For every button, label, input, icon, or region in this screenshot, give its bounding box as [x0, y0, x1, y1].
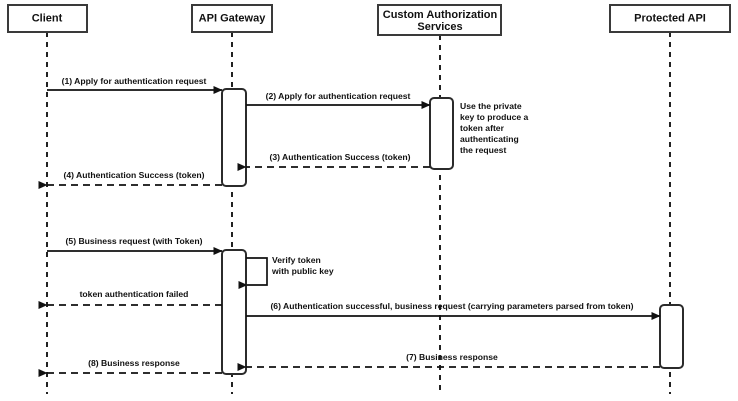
participant-api-gateway[interactable]: API Gateway	[191, 4, 273, 33]
lifelines-layer	[46, 32, 671, 394]
message-msg-3: (3) Authentication Success (token)	[237, 152, 430, 171]
message-label-msg-4: (4) Authentication Success (token)	[63, 170, 204, 180]
messages-layer: (1) Apply for authentication request (2) …	[38, 76, 661, 377]
participant-label-api-gateway: API Gateway	[199, 12, 267, 24]
participants-layer: Client API Gateway Custom AuthorizationSer…	[7, 4, 731, 36]
note-line-1: key to produce a	[460, 112, 529, 122]
activation-bar-api-gateway-2	[221, 249, 247, 375]
self-call-label-line-0: Verify token	[272, 255, 321, 265]
note-line-3: authenticating	[460, 134, 519, 144]
message-label-msg-3: (3) Authentication Success (token)	[269, 152, 410, 162]
note-line-2: token after	[460, 123, 505, 133]
self-call-path-self-verify-token	[238, 257, 268, 289]
activation-bar-api-gateway-0	[221, 88, 247, 187]
message-label-msg-8: (8) Business response	[88, 358, 180, 368]
participant-box-api-gateway[interactable]	[191, 4, 273, 33]
message-label-msg-token-failed: token authentication failed	[80, 289, 189, 299]
activation-bar-protected-api-3	[659, 304, 684, 369]
participant-box-protected-api[interactable]	[609, 4, 731, 33]
message-msg-4: (4) Authentication Success (token)	[38, 170, 222, 189]
participant-label-client: Client	[32, 12, 63, 24]
participant-label-protected-api: Protected API	[634, 12, 706, 24]
message-label-msg-6: (6) Authentication successful, business …	[270, 301, 633, 311]
message-label-msg-5: (5) Business request (with Token)	[66, 236, 203, 246]
message-msg-6: (6) Authentication successful, business …	[246, 301, 661, 320]
participant-box-client[interactable]	[7, 4, 88, 33]
self-call-label-line-1: with public key	[271, 266, 334, 276]
message-msg-2: (2) Apply for authentication request	[246, 91, 431, 109]
message-msg-1: (1) Apply for authentication request	[47, 76, 223, 94]
message-label-msg-2: (2) Apply for authentication request	[266, 91, 411, 101]
note-line-4: the request	[460, 145, 506, 155]
participant-protected-api[interactable]: Protected API	[609, 4, 731, 33]
activations-layer	[221, 88, 684, 375]
message-msg-5: (5) Business request (with Token)	[47, 236, 223, 255]
participant-client[interactable]: Client	[7, 4, 88, 33]
message-msg-8: (8) Business response	[38, 358, 222, 377]
participant-box-custom-authorization-services[interactable]	[377, 4, 502, 36]
activation-bar-custom-authorization-services-1	[429, 97, 454, 170]
message-label-msg-1: (1) Apply for authentication request	[62, 76, 207, 86]
participant-label-custom-authorization-services: Custom Authorization	[383, 9, 498, 21]
message-msg-7: (7) Business response	[237, 352, 660, 371]
note-line-0: Use the private	[460, 101, 522, 111]
message-msg-token-failed: token authentication failed	[38, 289, 222, 309]
message-label-msg-7: (7) Business response	[406, 352, 498, 362]
participant-label2-custom-authorization-services: Services	[417, 21, 462, 33]
